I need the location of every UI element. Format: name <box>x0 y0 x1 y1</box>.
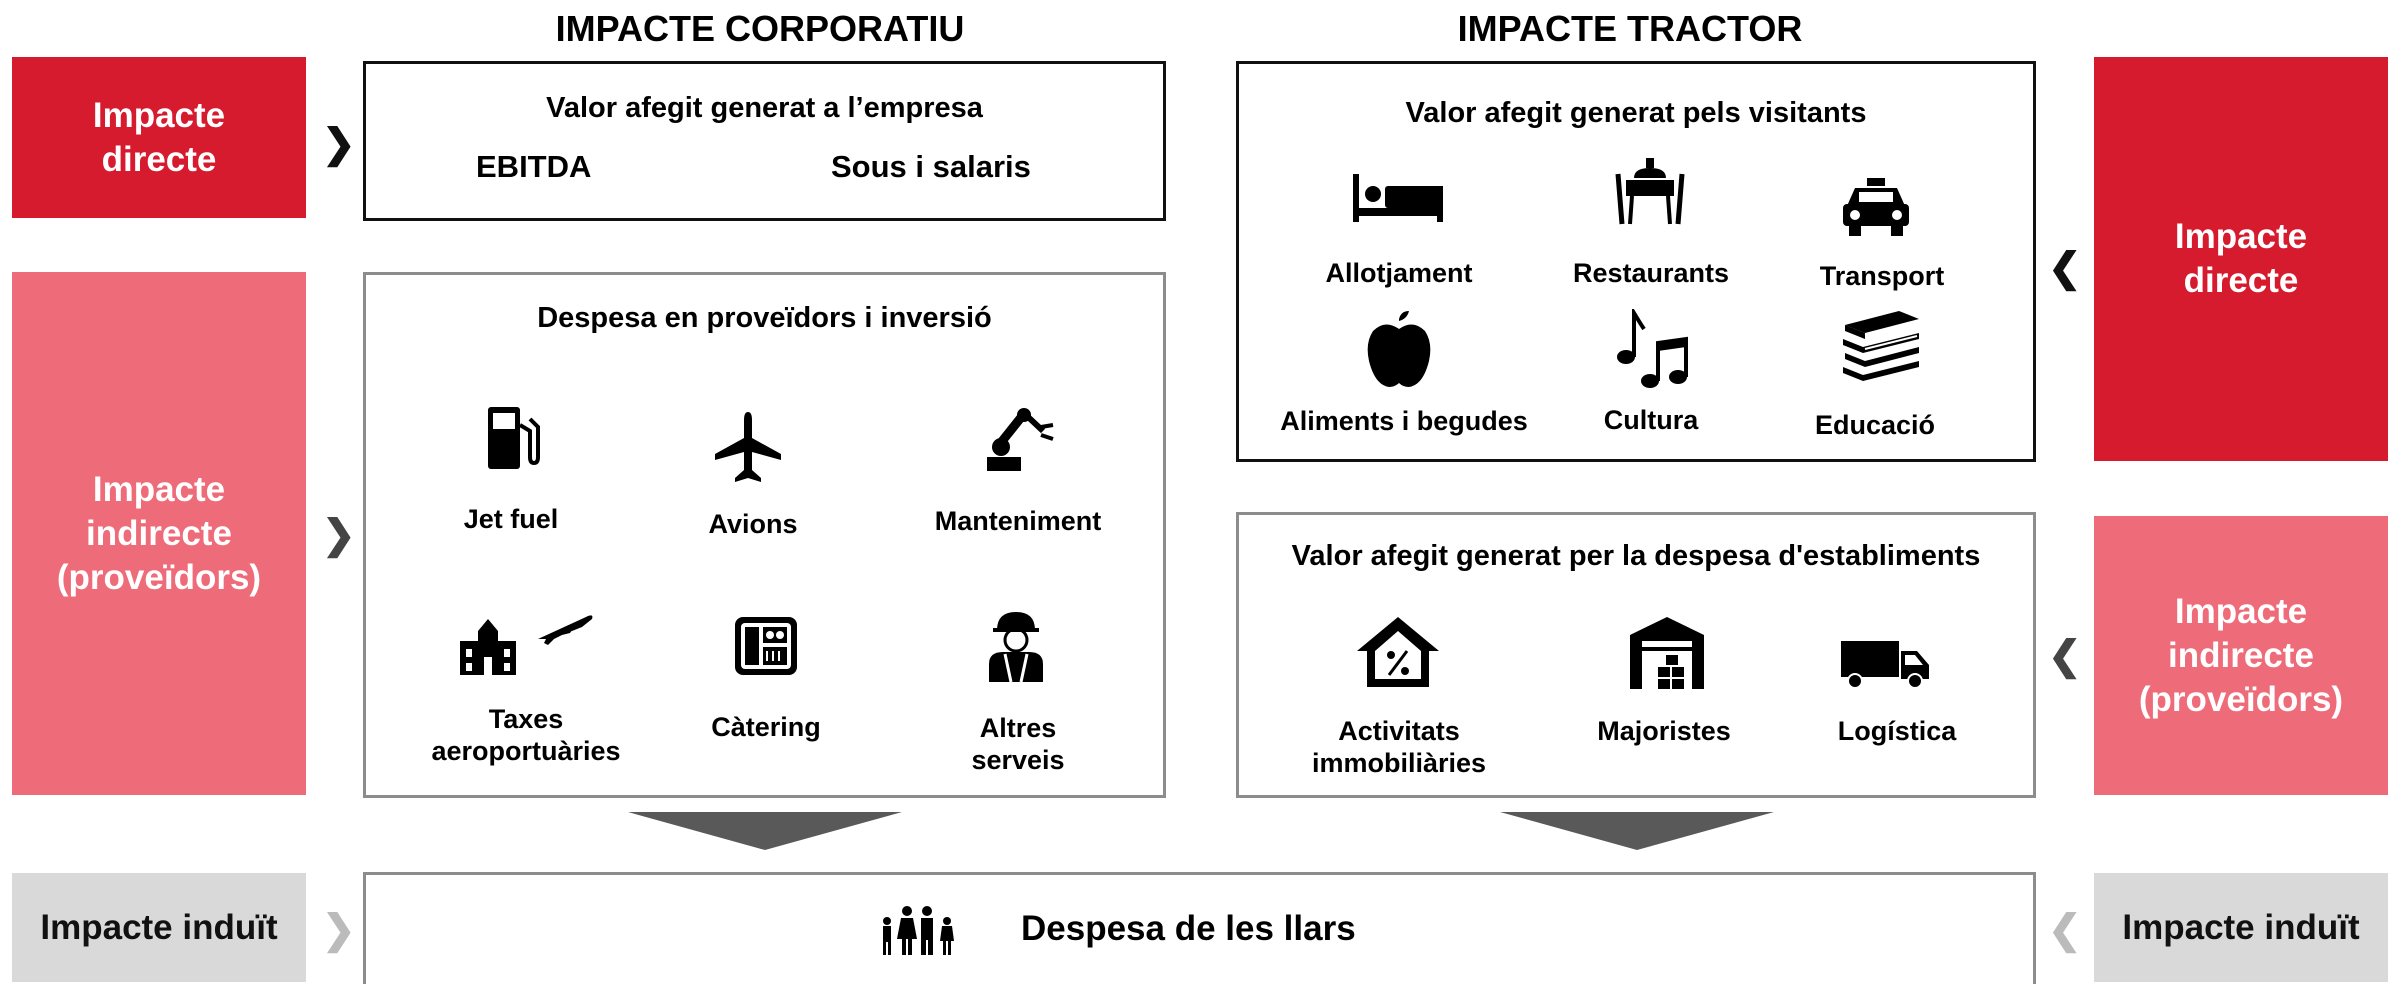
suppliers-box: Despesa en proveïdors i inversió Jet fue… <box>363 272 1166 798</box>
suppliers-title: Despesa en proveïdors i inversió <box>537 302 992 334</box>
other-services-label: Altres serveis <box>971 713 1065 775</box>
visitors-box: Valor afegit generat pels visitants Allo… <box>1236 61 2036 462</box>
culture-label: Cultura <box>1603 405 1699 435</box>
corporate-value-added-box: Valor afegit generat a l’empresa EBITDA … <box>363 61 1166 221</box>
chevron-right-icon: ❯ <box>322 122 356 166</box>
establishments-box: Valor afegit generat per la despesa d'es… <box>1236 512 2036 798</box>
airplane-icon <box>713 410 783 486</box>
chevron-left-icon: ❮ <box>2048 634 2082 678</box>
truck-icon <box>1839 639 1931 689</box>
catering-tray-icon <box>733 615 799 677</box>
apple-icon <box>1365 309 1433 389</box>
corporate-title: IMPACTE CORPORATIU <box>555 8 965 49</box>
ebitda-label: EBITDA <box>476 149 592 184</box>
worker-icon <box>983 608 1049 684</box>
maintenance-label: Manteniment <box>934 506 1102 536</box>
tractor-direct-label: Impacte directe <box>2094 57 2388 461</box>
tractor-indirect-label: Impacte indirecte (proveïdors) <box>2094 516 2388 795</box>
chevron-right-icon: ❯ <box>322 908 356 952</box>
corporate-induced-label: Impacte induït <box>12 873 306 982</box>
family-icon <box>877 905 957 957</box>
tractor-title: IMPACTE TRACTOR <box>1457 8 1803 49</box>
corporate-direct-label: Impacte directe <box>12 57 306 218</box>
households-box: Despesa de les llars <box>363 872 2036 984</box>
value-added-title: Valor afegit generat a l’empresa <box>546 92 983 124</box>
household-spending-label: Despesa de les llars <box>1021 909 1356 948</box>
establishments-title: Valor afegit generat per la despesa d'es… <box>1291 540 1981 572</box>
visitors-title: Valor afegit generat pels visitants <box>1405 97 1867 129</box>
warehouse-icon <box>1628 615 1706 691</box>
taxi-icon <box>1841 176 1911 238</box>
corporate-indirect-label: Impacte indirecte (proveïdors) <box>12 272 306 795</box>
fuel-pump-icon <box>484 405 540 471</box>
airport-icon <box>458 605 598 677</box>
salaries-label: Sous i salaris <box>831 149 1031 184</box>
real-estate-label: Activitats immobiliàries <box>1311 716 1487 778</box>
down-arrow-icon <box>1500 812 1774 857</box>
chevron-right-icon: ❯ <box>322 513 356 557</box>
down-arrow-icon <box>628 812 902 857</box>
food-drinks-label: Aliments i begudes <box>1280 406 1528 436</box>
jet-fuel-label: Jet fuel <box>463 504 559 534</box>
restaurant-table-icon <box>1612 156 1688 226</box>
catering-label: Càtering <box>711 712 821 742</box>
airport-taxes-label: Taxes aeroportuàries <box>431 704 621 766</box>
logistics-label: Logística <box>1837 716 1957 746</box>
robot-arm-icon <box>983 407 1057 473</box>
tractor-induced-label: Impacte induït <box>2094 873 2388 982</box>
aircraft-label: Avions <box>708 509 798 539</box>
accommodation-label: Allotjament <box>1325 258 1473 288</box>
transport-label: Transport <box>1819 261 1945 291</box>
music-notes-icon <box>1614 309 1688 389</box>
education-label: Educació <box>1814 410 1936 440</box>
bed-icon <box>1351 172 1445 224</box>
books-icon <box>1839 309 1923 387</box>
chevron-left-icon: ❮ <box>2048 908 2082 952</box>
restaurants-label: Restaurants <box>1572 258 1730 288</box>
wholesalers-label: Majoristes <box>1597 716 1731 746</box>
chevron-left-icon: ❮ <box>2048 246 2082 290</box>
house-percent-icon <box>1355 615 1441 689</box>
